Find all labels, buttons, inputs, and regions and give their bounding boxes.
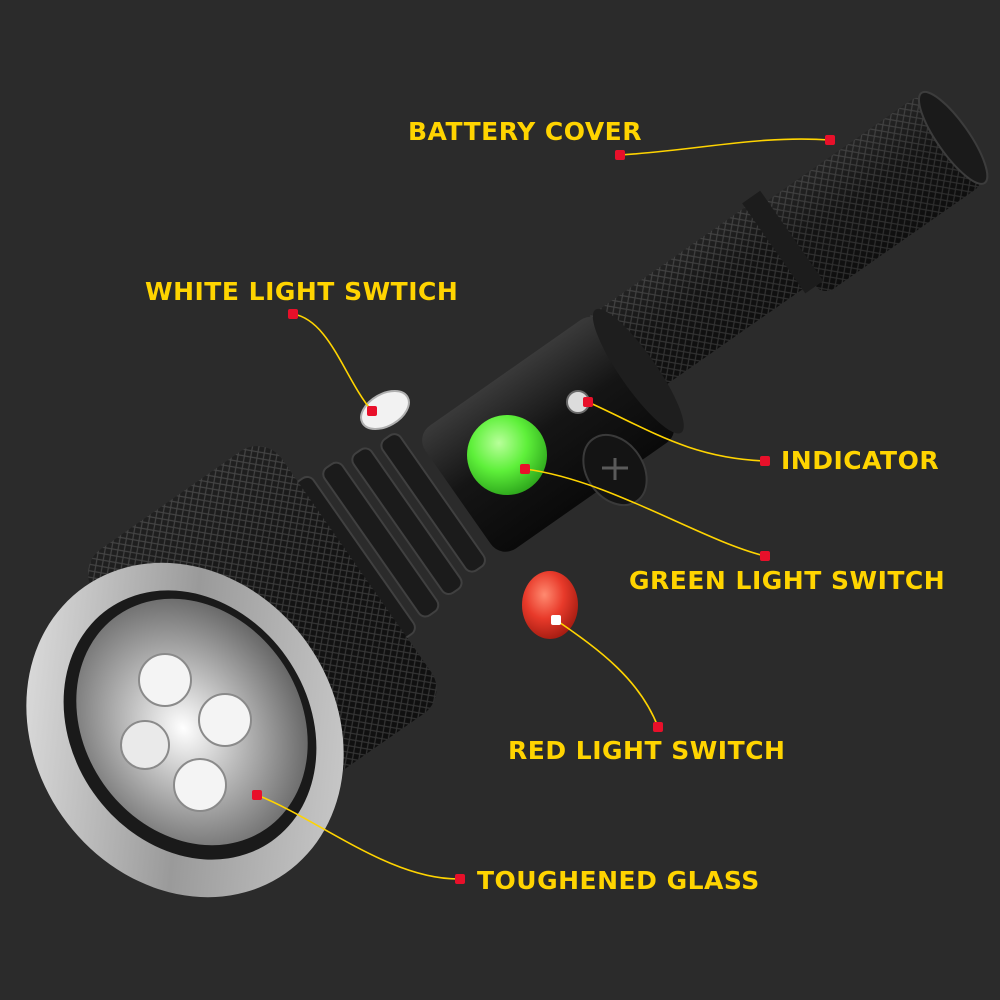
leader-red-switch — [555, 619, 659, 728]
cooling-fins — [293, 433, 486, 640]
red-switch-marker — [551, 615, 561, 625]
leader-lines — [256, 138, 831, 880]
green-switch-marker — [520, 464, 530, 474]
leader-green-switch — [524, 468, 766, 557]
green-light-switch-button — [467, 415, 547, 495]
label-toughened-glass: TOUGHENED GLASS — [477, 866, 760, 895]
toughened-glass-marker-outer — [455, 874, 465, 884]
label-white-light-switch: WHITE LIGHT SWTICH — [145, 277, 459, 306]
leader-battery-cover — [619, 138, 831, 156]
red-light-switch-button — [522, 571, 578, 639]
leader-white-switch — [292, 313, 373, 412]
green-switch-marker-outer — [760, 551, 770, 561]
red-switch-marker-outer — [653, 722, 663, 732]
battery-cover-marker-outer — [615, 150, 625, 160]
label-red-light-switch: RED LIGHT SWITCH — [508, 736, 786, 765]
indicator-marker-outer — [760, 456, 770, 466]
label-battery-cover: BATTERY COVER — [408, 117, 643, 146]
label-indicator: INDICATOR — [781, 446, 940, 475]
white-light-switch-button — [360, 390, 410, 430]
leader-toughened-glass — [256, 794, 461, 880]
usb-icon — [602, 458, 628, 480]
switch-section — [422, 308, 684, 552]
led-cluster — [120, 653, 252, 812]
indicator-marker — [583, 397, 593, 407]
toughened-glass-marker — [252, 790, 262, 800]
white-switch-marker-outer — [288, 309, 298, 319]
battery-cover-marker — [825, 135, 835, 145]
leader-indicator — [587, 401, 766, 462]
flashlight-body — [26, 90, 989, 898]
battery-cover-part — [764, 90, 989, 292]
toughened-glass-lens — [76, 598, 308, 846]
white-switch-marker — [367, 406, 377, 416]
label-green-light-switch: GREEN LIGHT SWITCH — [629, 566, 946, 595]
